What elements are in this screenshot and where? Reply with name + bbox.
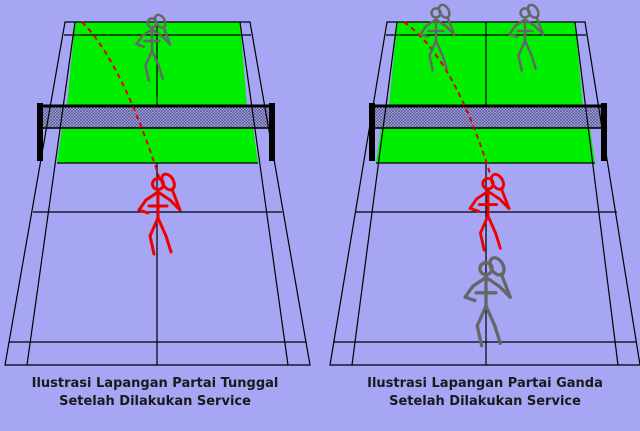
near-service-area — [376, 128, 595, 163]
near-player-doubles-back — [463, 256, 512, 348]
far-player-doubles-left — [419, 3, 456, 72]
net — [37, 103, 275, 161]
far-player-doubles-right — [508, 3, 545, 72]
caption-singles-line2: Setelah Dilakukan Service — [59, 394, 251, 409]
far-player-singles — [135, 13, 172, 82]
caption-doubles: Ilustrasi Lapangan Partai Ganda Setelah … — [350, 375, 620, 411]
court-lines — [4, 21, 311, 366]
net — [369, 103, 607, 161]
near-service-area — [57, 128, 258, 163]
caption-singles: Ilustrasi Lapangan Partai Tunggal Setela… — [20, 375, 290, 411]
players — [135, 3, 545, 348]
near-player-singles-server-receiver — [137, 172, 182, 256]
caption-singles-line1: Ilustrasi Lapangan Partai Tunggal — [31, 376, 279, 391]
near-player-doubles-front — [468, 172, 511, 252]
caption-doubles-line2: Setelah Dilakukan Service — [389, 394, 581, 409]
court-doubles — [329, 21, 640, 366]
caption-doubles-line1: Ilustrasi Lapangan Partai Ganda — [367, 376, 603, 391]
shuttle-path — [403, 21, 493, 181]
court-singles — [4, 21, 311, 366]
